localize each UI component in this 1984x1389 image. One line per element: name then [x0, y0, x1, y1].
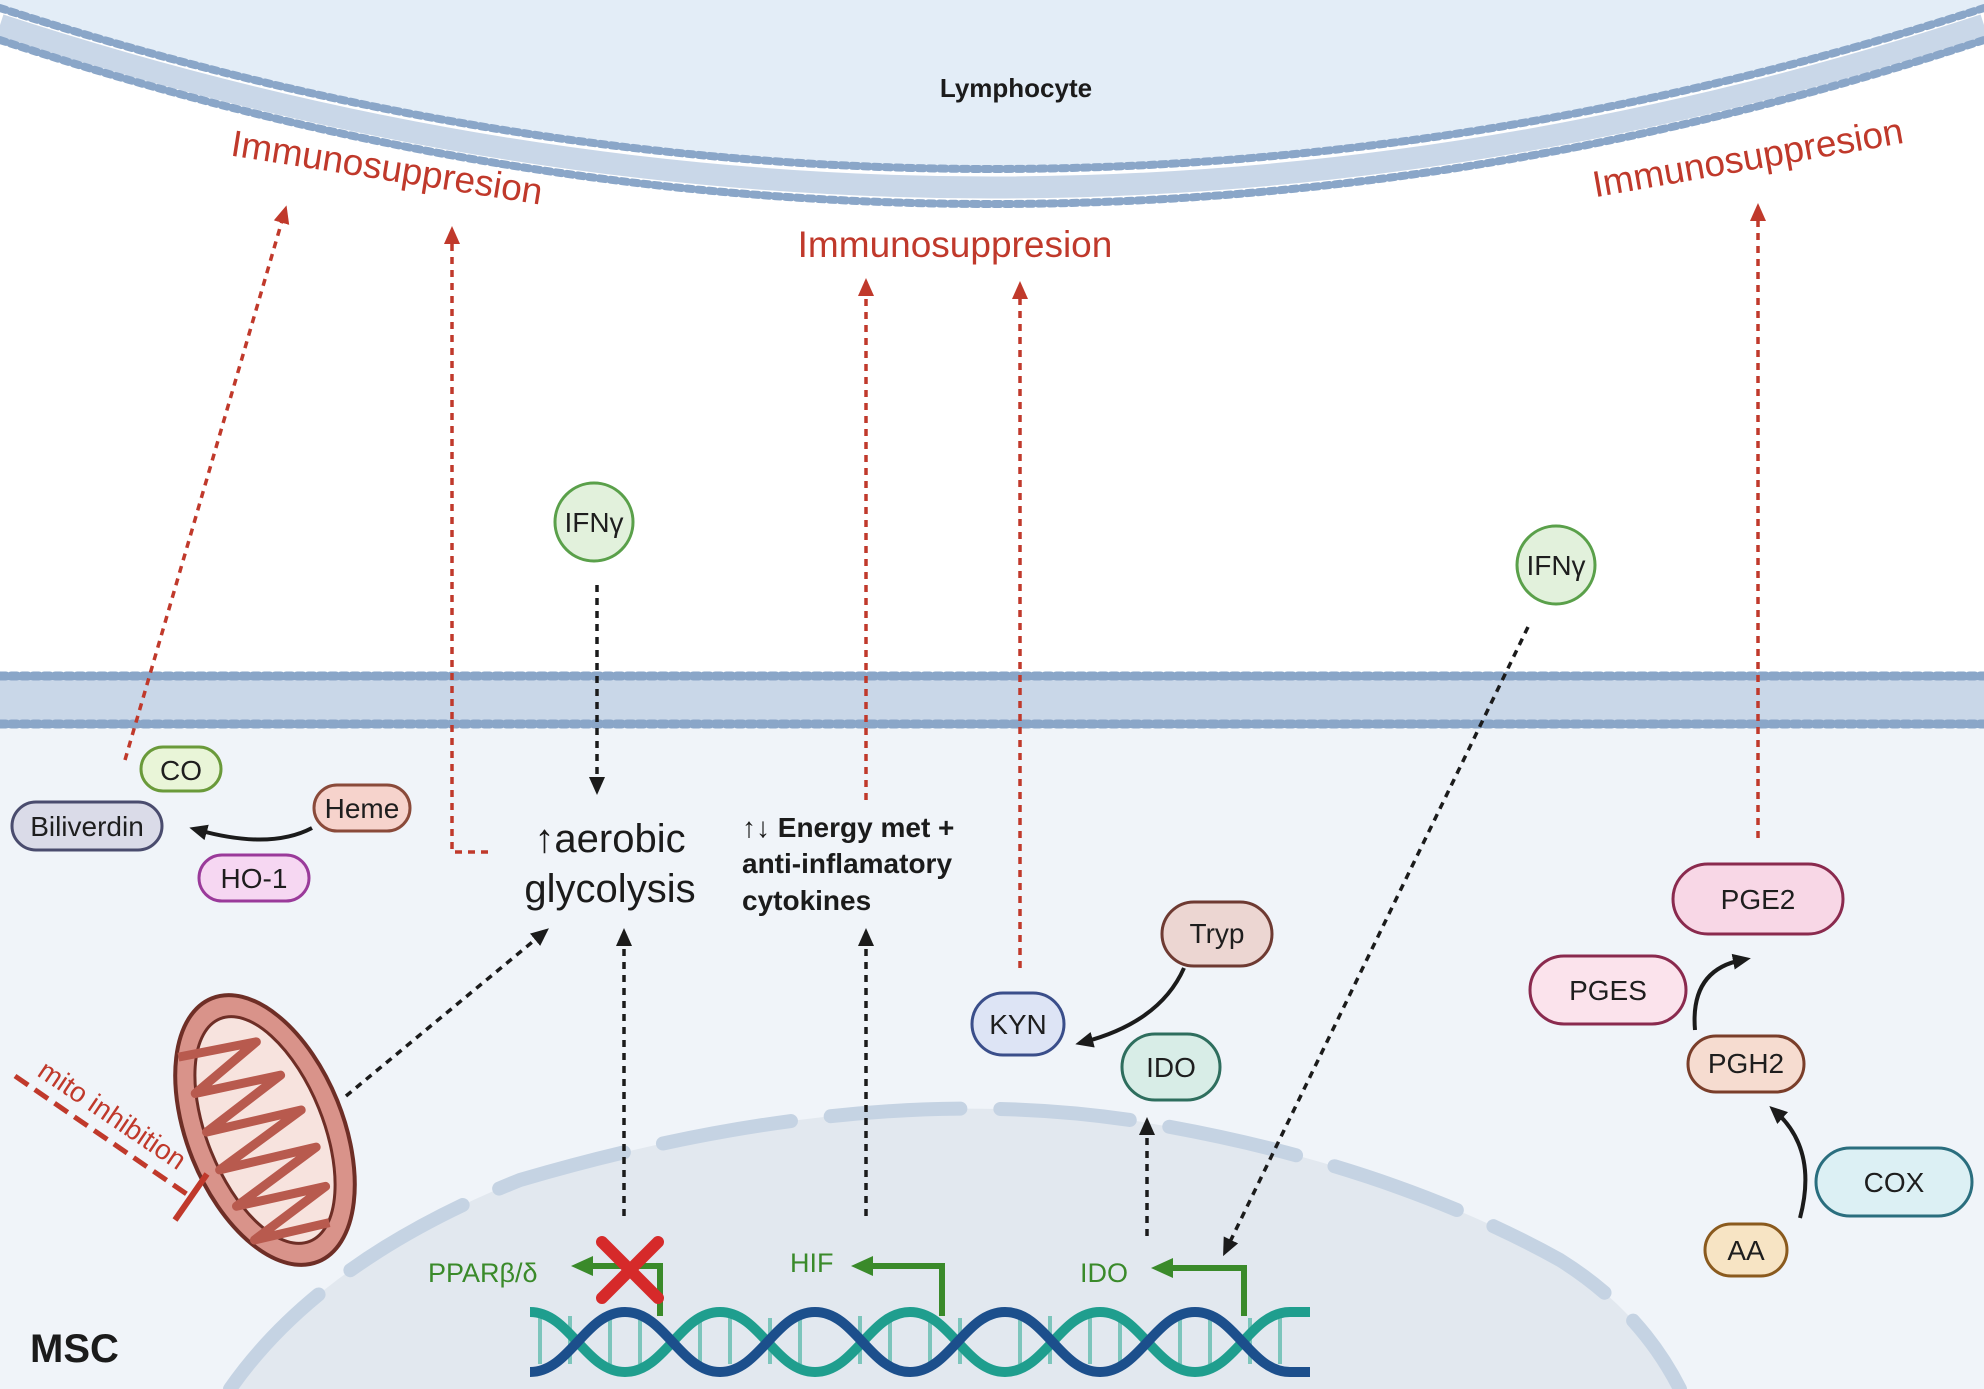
kyn-node: KYN — [970, 991, 1066, 1057]
arrow-aa-to-pgh2 — [1769, 1105, 1808, 1219]
cox-label: COX — [1864, 1167, 1925, 1198]
ido-promoter-arrow — [1151, 1258, 1247, 1316]
biliverdin-label: Biliverdin — [30, 811, 144, 842]
lymphocyte-label: Lymphocyte — [940, 73, 1092, 103]
aa-label: AA — [1727, 1235, 1765, 1266]
heme-node: Heme — [312, 783, 412, 833]
immunosuppression-center-label: Immunosuppresion — [798, 224, 1113, 265]
pge2-node: PGE2 — [1671, 862, 1845, 936]
cox-node: COX — [1814, 1146, 1974, 1218]
ho1-node: HO-1 — [197, 853, 311, 903]
kyn-label: KYN — [989, 1009, 1047, 1040]
biliverdin-node: Biliverdin — [10, 800, 164, 852]
hif-gene-label: HIF — [790, 1248, 834, 1278]
nucleus — [223, 1101, 1687, 1389]
arrow-heme-to-biliverdin — [189, 824, 313, 842]
aa-node: AA — [1703, 1222, 1789, 1278]
heme-label: Heme — [325, 793, 400, 824]
arrow-pgh2-to-pge2 — [1692, 953, 1751, 1031]
energy-met-line3: cytokines — [742, 885, 871, 916]
ifng-right-node: IFNγ — [1515, 524, 1597, 606]
pges-node: PGES — [1528, 954, 1688, 1026]
aerobic-glycolysis-line1: ↑aerobic — [534, 817, 685, 861]
arrow-mitochondria-to-glycolysis — [344, 928, 549, 1098]
mito-inhibition-bar — [172, 1172, 210, 1222]
tryp-node: Tryp — [1160, 900, 1274, 968]
pgh2-label: PGH2 — [1708, 1048, 1784, 1079]
ppar-gene-label: PPARβ/δ — [428, 1258, 538, 1288]
pgh2-node: PGH2 — [1686, 1034, 1806, 1094]
energy-met-line2: anti-inflamatory — [742, 848, 952, 879]
mito-inhibition-line — [13, 1073, 193, 1200]
msc-label: MSC — [30, 1327, 119, 1371]
arrow-tryp-to-kyn — [1075, 967, 1186, 1048]
ido-gene-label: IDO — [1080, 1258, 1128, 1288]
ifng-right-label: IFNγ — [1526, 550, 1585, 581]
aerobic-glycolysis-line2: glycolysis — [524, 867, 695, 911]
blocked-x-icon — [596, 1236, 664, 1304]
arrow-glycolysis-to-immunosuppression — [444, 226, 488, 854]
ifng-left-node: IFNγ — [553, 481, 635, 563]
ido-enzyme-node: IDO — [1120, 1032, 1222, 1102]
co-label: CO — [160, 755, 202, 786]
pges-label: PGES — [1569, 975, 1647, 1006]
pge2-label: PGE2 — [1721, 884, 1796, 915]
co-node: CO — [139, 745, 223, 793]
energy-met-line1: ↑↓ Energy met + — [742, 812, 954, 843]
ifng-left-label: IFNγ — [564, 507, 623, 538]
arrow-co-to-immunosuppression — [123, 205, 290, 761]
ho1-label: HO-1 — [221, 863, 288, 894]
mitochondrion-icon — [173, 993, 357, 1267]
msc-membrane — [0, 671, 1984, 729]
arrow-ifng-to-ido-gene — [1223, 626, 1530, 1257]
dna-helix-icon — [529, 1306, 1310, 1378]
hif-promoter-arrow — [851, 1256, 945, 1316]
lymphocyte-membrane — [0, 4, 1984, 208]
ido-enzyme-label: IDO — [1146, 1052, 1196, 1083]
tryp-label: Tryp — [1190, 918, 1245, 949]
